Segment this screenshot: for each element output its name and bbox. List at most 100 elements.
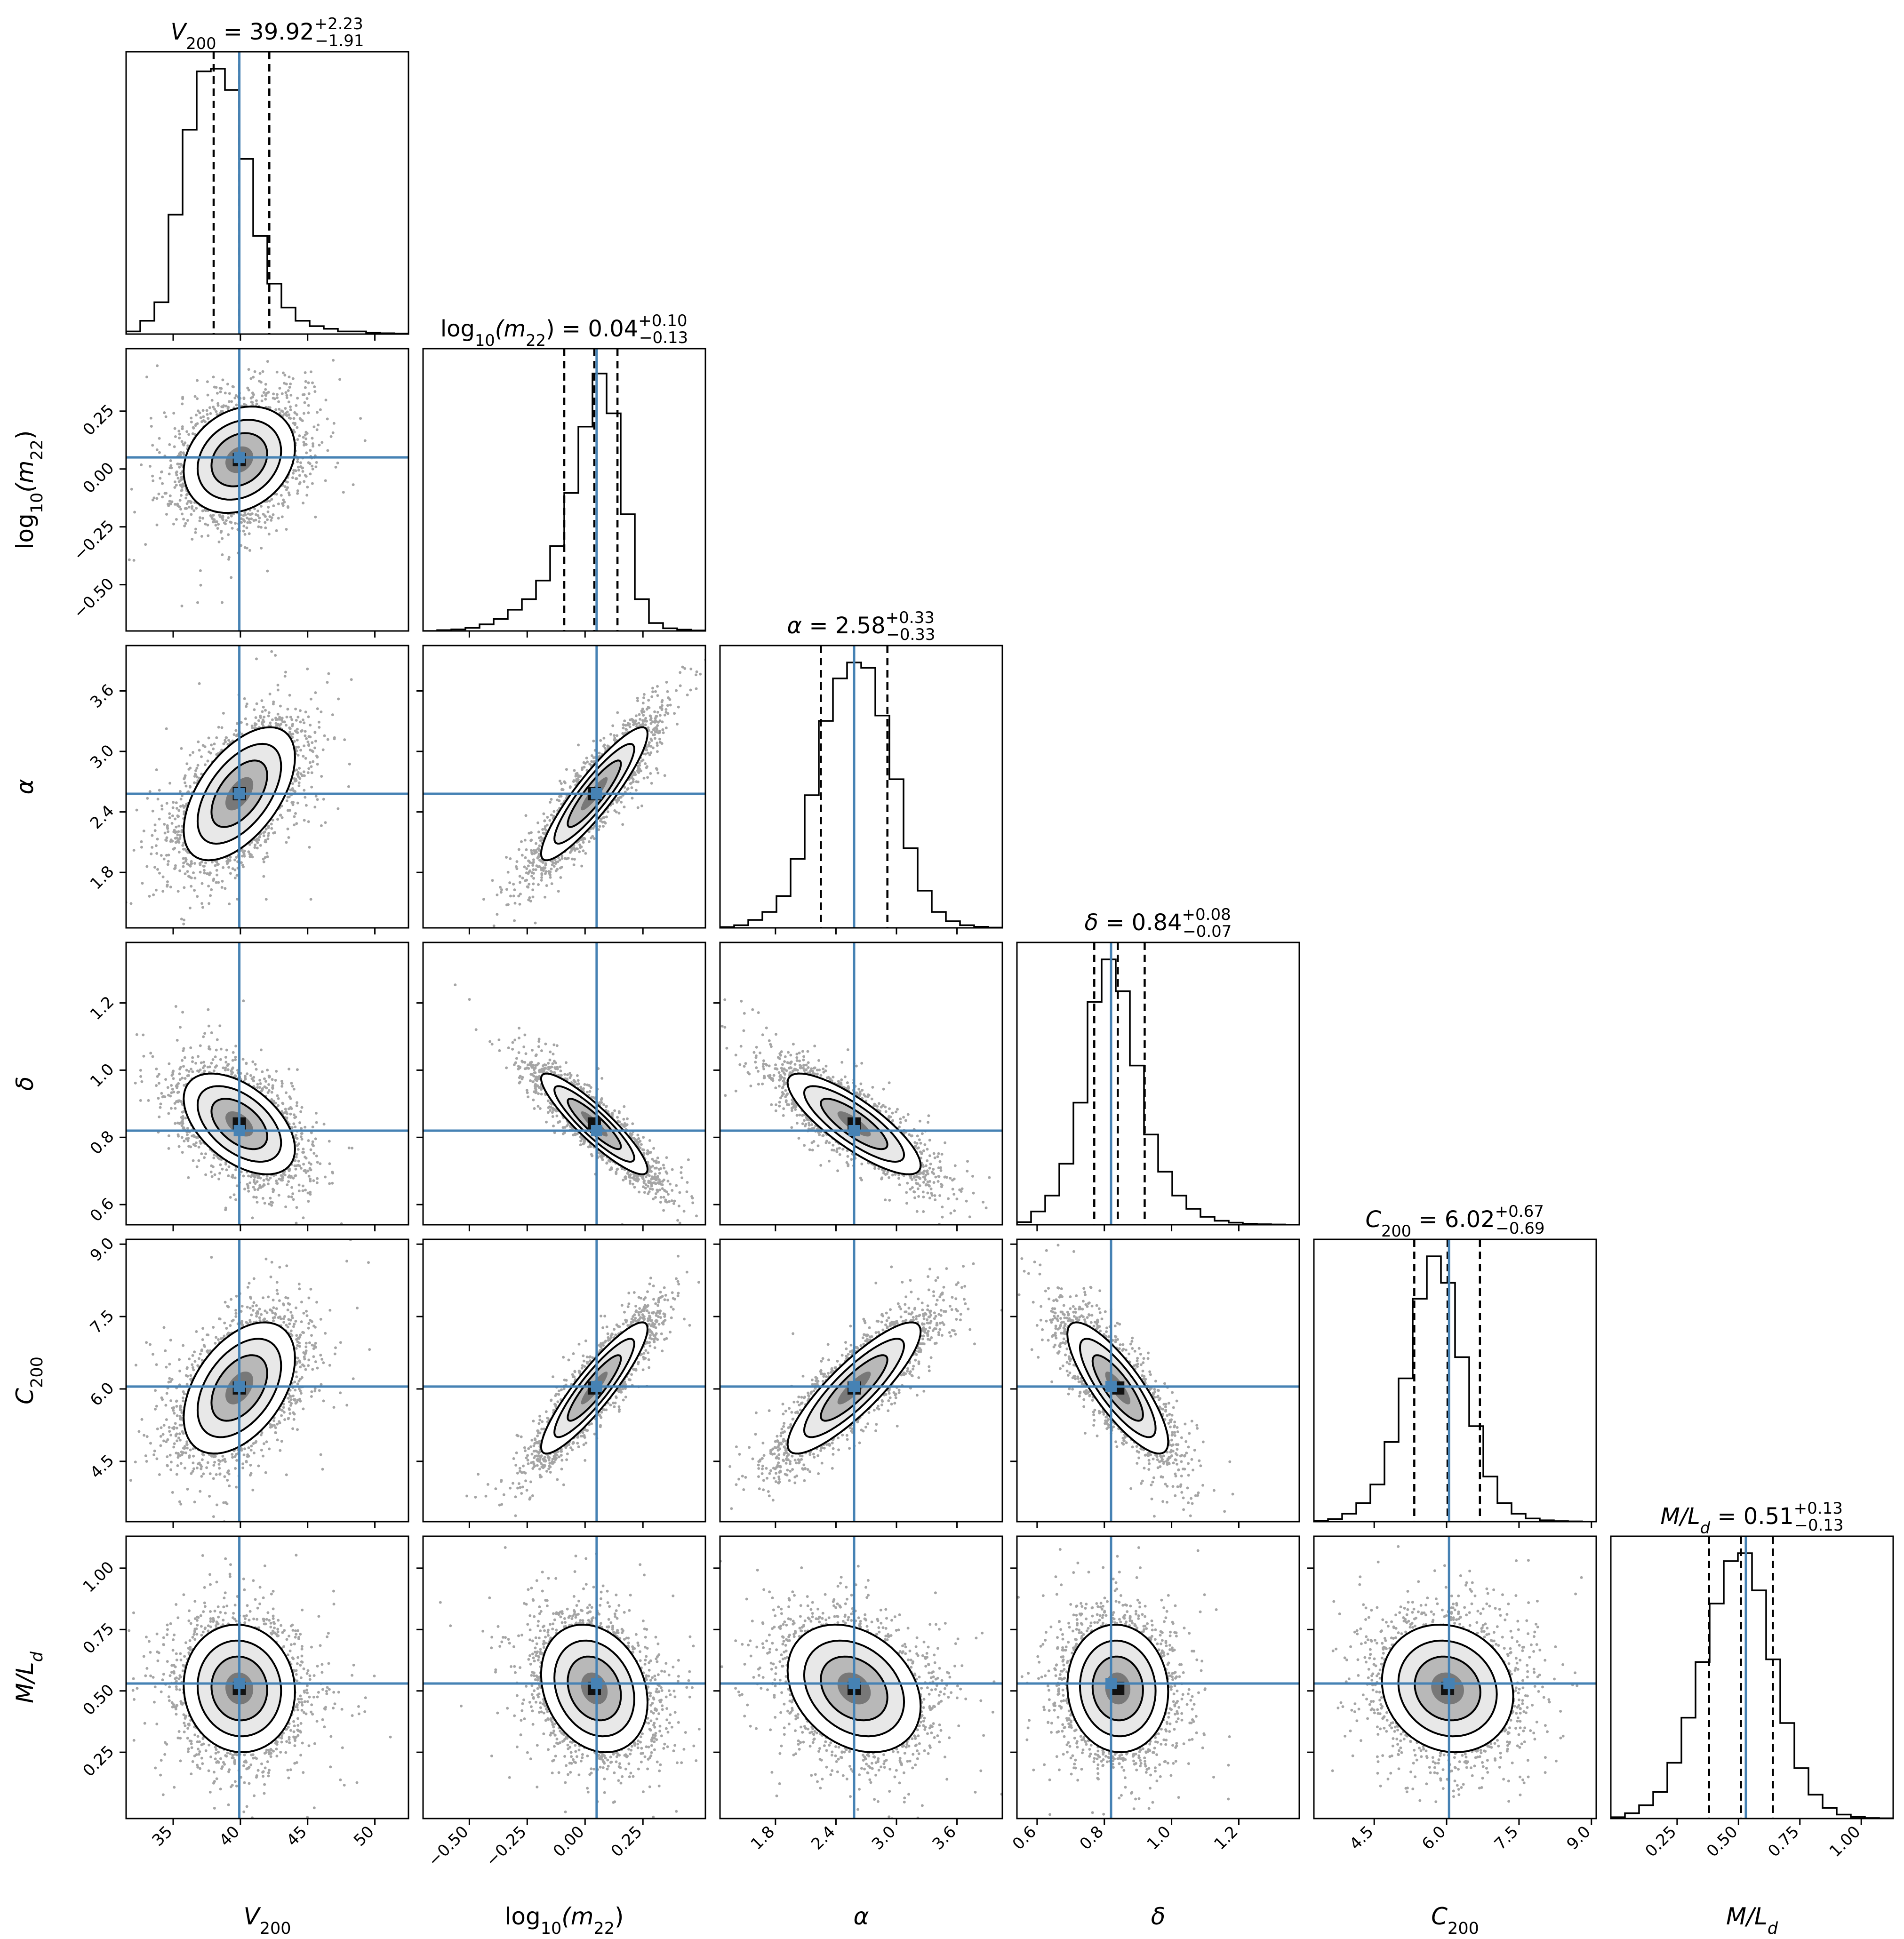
panel-content: [1017, 942, 1299, 1225]
contour-line-2: [820, 1655, 888, 1722]
y-axis-label-delta: δ: [11, 1077, 39, 1091]
panel-frame: [422, 1535, 706, 1819]
panel-ML_d-vs-log10_m22: [416, 1535, 706, 1825]
panel-content: [423, 1536, 705, 1819]
panel-log10_m22-vs-V200: [120, 348, 409, 638]
contour-line-0: [540, 1072, 649, 1175]
contour-line-1: [553, 1338, 635, 1438]
x-axis-label-C200: C200: [1431, 1903, 1479, 1938]
contour-line-0: [183, 1624, 296, 1753]
contour-line-0: [1066, 1321, 1169, 1455]
truth-marker: [233, 1125, 245, 1136]
panel-ML_d-vs-C200: [1307, 1535, 1597, 1825]
panel-frame: [1313, 1535, 1597, 1819]
panel-frame: [1016, 1535, 1300, 1819]
panel-frame: [719, 645, 1003, 929]
panel-frame: [422, 942, 706, 1226]
x-axis-label-delta: δ: [1151, 1903, 1166, 1930]
x-axis-label-V200: V200: [243, 1903, 291, 1938]
panel-ML_d-vs-alpha: [713, 1535, 1003, 1825]
contour-line-1: [553, 1085, 635, 1163]
contour-line-0: [1381, 1623, 1514, 1754]
contour-line-1: [196, 419, 282, 501]
histogram-step: [423, 373, 705, 631]
contour-line-0: [183, 405, 296, 514]
panel-content: [423, 1239, 705, 1522]
contour-line-2: [567, 1098, 622, 1150]
contour-line-0: [183, 1072, 296, 1175]
panel-frame: [719, 1535, 1003, 1819]
contour-line-1: [1079, 1639, 1157, 1738]
panel-alpha-vs-alpha: [719, 645, 1003, 934]
panel-content: [126, 646, 408, 928]
title-alpha: α = 2.58+0.33−0.33: [787, 608, 935, 644]
panel-content: [126, 349, 408, 631]
panel-content: [423, 942, 705, 1225]
panel-content: [1017, 1239, 1299, 1522]
contour-line-0: [183, 726, 296, 862]
truth-marker: [848, 1380, 860, 1392]
panel-content: [720, 942, 1002, 1225]
contour-line-1: [803, 1338, 905, 1438]
contour-line-1: [1079, 1338, 1157, 1438]
contour-line-1: [803, 1639, 905, 1738]
panel-frame: [125, 348, 409, 632]
contour-line-2: [820, 1098, 888, 1150]
panel-content: [720, 1536, 1002, 1819]
histogram-step: [126, 68, 408, 334]
panel-content: [1611, 1536, 1893, 1819]
contour-line-2: [210, 432, 268, 487]
contour-line-2: [1091, 1354, 1144, 1422]
contour-line-1: [553, 1639, 635, 1738]
truth-marker: [233, 788, 245, 799]
histogram-step: [720, 662, 1002, 928]
panel-content: [720, 1239, 1002, 1522]
histogram-step: [1017, 958, 1299, 1225]
title-C200: C200 = 6.02+0.67−0.69: [1365, 1202, 1544, 1240]
panel-frame: [422, 1238, 706, 1523]
panel-frame: [1016, 1238, 1300, 1523]
histogram-step: [1314, 1255, 1596, 1522]
title-log10_m22: log10(m22) = 0.04+0.10−0.13: [440, 311, 688, 350]
y-axis-label-log10_m22: log10(m22): [11, 430, 47, 549]
panel-frame: [719, 942, 1003, 1226]
contour-line-0: [540, 1321, 649, 1455]
panel-delta-vs-V200: [120, 942, 409, 1231]
panel-C200-vs-V200: [120, 1238, 409, 1528]
truth-marker: [591, 1125, 602, 1136]
panel-C200-vs-C200: [1313, 1238, 1597, 1528]
truth-marker: [1105, 1380, 1117, 1392]
panel-content: [1314, 1536, 1596, 1819]
y-axis-label-ML_d: M/Ld: [11, 1651, 47, 1703]
panel-content: [126, 52, 408, 334]
contour-line-0: [786, 1072, 922, 1175]
panel-ML_d-vs-ML_d: [1610, 1535, 1894, 1825]
title-ML_d: M/Ld = 0.51+0.13−0.13: [1660, 1499, 1843, 1537]
contour-line-0: [540, 726, 649, 862]
contour-line-2: [210, 1655, 268, 1722]
contour-line-1: [553, 742, 635, 845]
contour-line-2: [567, 759, 622, 828]
panel-C200-vs-delta: [1010, 1238, 1300, 1528]
panel-delta-vs-delta: [1016, 942, 1300, 1231]
panel-content: [423, 646, 705, 928]
contour-line-1: [196, 1338, 282, 1438]
title-V200: V200 = 39.92+2.23−1.91: [171, 15, 364, 53]
panel-content: [126, 1239, 408, 1522]
contour-line-0: [1066, 1624, 1169, 1753]
truth-marker: [1105, 1678, 1117, 1690]
contour-line-0: [786, 1623, 922, 1754]
panel-frame: [719, 1238, 1003, 1523]
panel-content: [126, 942, 408, 1225]
y-axis-label-alpha: α: [11, 779, 39, 794]
panel-frame: [1610, 1535, 1894, 1819]
truth-marker: [233, 1380, 245, 1392]
panel-frame: [422, 348, 706, 632]
panel-C200-vs-log10_m22: [416, 1238, 706, 1528]
panels-layer: [120, 51, 1894, 1825]
panel-frame: [125, 942, 409, 1226]
panel-frame: [1016, 942, 1300, 1226]
contour-line-0: [540, 1623, 649, 1754]
